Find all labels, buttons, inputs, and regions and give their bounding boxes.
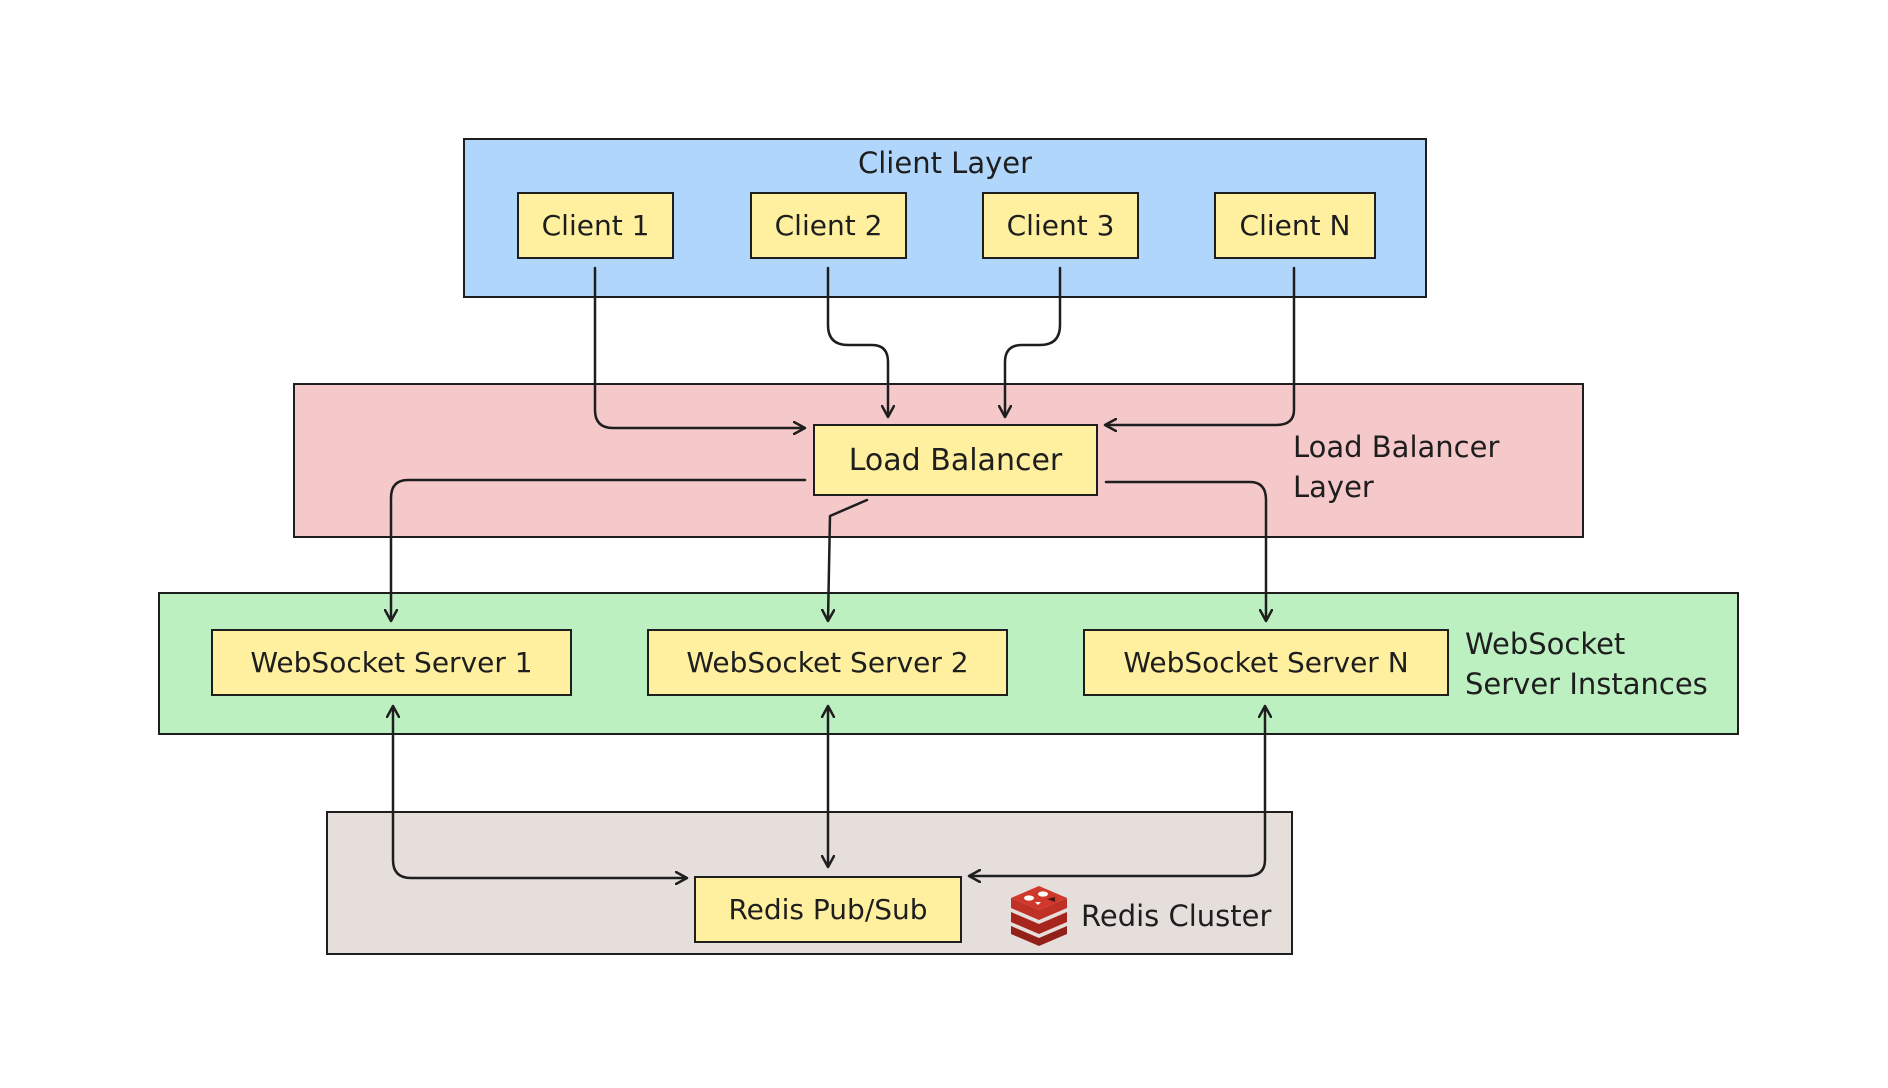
load-balancer-layer-label: Load Balancer Layer [1293,427,1499,507]
client-3-node[interactable]: Client 3 [982,192,1139,259]
load-balancer-layer-label-line1: Load Balancer [1293,430,1500,464]
websocket-layer-label-line1: WebSocket [1465,627,1626,661]
load-balancer-node[interactable]: Load Balancer [813,424,1098,496]
client-2-node[interactable]: Client 2 [750,192,907,259]
edge-client-1-to-load-balancer [593,266,804,428]
websocket-layer-label-line2: Server Instances [1465,667,1708,701]
edge-ws-server-1-redis [393,707,686,878]
edge-client-n-to-load-balancer [1106,266,1296,425]
edge-client-3-to-load-balancer [1005,266,1062,416]
edge-load-balancer-to-ws-server-1 [391,478,807,620]
load-balancer-layer-label-line2: Layer [1293,470,1374,504]
edge-client-2-to-load-balancer [826,266,888,416]
client-n-node[interactable]: Client N [1214,192,1376,259]
edge-load-balancer-to-ws-server-n [1104,480,1266,620]
websocket-server-1-node[interactable]: WebSocket Server 1 [211,629,572,696]
edge-ws-server-n-redis [970,707,1265,876]
websocket-layer-label: WebSocket Server Instances [1465,624,1708,704]
client-1-node[interactable]: Client 1 [517,192,674,259]
redis-pubsub-node[interactable]: Redis Pub/Sub [694,876,962,943]
redis-cluster-label: Redis Cluster [1081,899,1272,933]
edge-load-balancer-to-ws-server-2 [828,498,869,620]
websocket-server-2-node[interactable]: WebSocket Server 2 [647,629,1008,696]
client-layer-label: Client Layer [858,146,1033,180]
websocket-server-n-node[interactable]: WebSocket Server N [1083,629,1449,696]
redis-logo-icon [1011,886,1067,946]
